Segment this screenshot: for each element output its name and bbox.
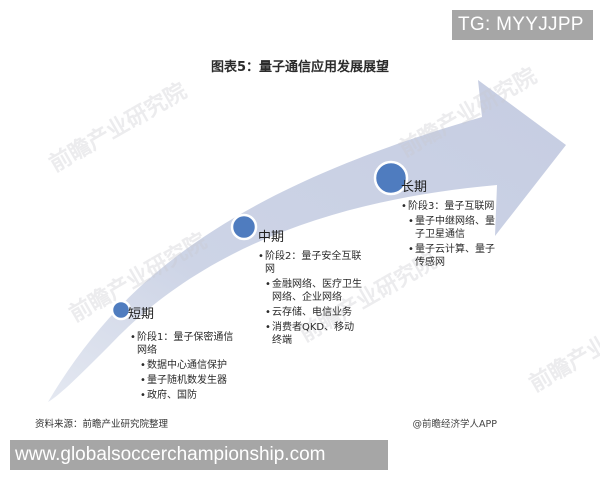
stage-label-short: 短期 bbox=[128, 307, 155, 322]
stage-label-long: 长期 bbox=[401, 180, 428, 195]
source-note: 资料来源：前瞻产业研究院整理 bbox=[35, 419, 169, 430]
list-item: •政府、国防 bbox=[140, 390, 197, 401]
url-badge: www.globalsoccerchampionship.com bbox=[10, 440, 388, 470]
arrow-body bbox=[48, 80, 566, 402]
stage-dot-mid bbox=[230, 213, 258, 241]
list-item: •数据中心通信保护 bbox=[140, 360, 227, 371]
stage-dot-long bbox=[373, 160, 409, 196]
list-item: •量子中继网络、量子卫星通信 bbox=[408, 216, 495, 240]
credit-note: @前瞻经济学人APP bbox=[412, 419, 497, 430]
stage-details-mid: •阶段2：量子安全互联网 •金融网络、医疗卫生网络、企业网络 •云存储、电信业务… bbox=[258, 250, 364, 347]
phase-line: •阶段1：量子保密通信网络 bbox=[130, 332, 234, 356]
phase-line: •阶段2：量子安全互联网 bbox=[258, 251, 362, 275]
stage-details-long: •阶段3：量子互联网 •量子中继网络、量子卫星通信 •量子云计算、量子传感网 bbox=[401, 200, 503, 269]
list-item: •消费者QKD、移动终端 bbox=[265, 322, 355, 346]
stage-details-short: •阶段1：量子保密通信网络 •数据中心通信保护 •量子随机数发生器 •政府、国防 bbox=[130, 331, 240, 402]
list-item: •量子随机数发生器 bbox=[140, 375, 227, 386]
stage-dot-short bbox=[110, 299, 132, 321]
phase-line: •阶段3：量子互联网 bbox=[401, 201, 495, 212]
list-item: •云存储、电信业务 bbox=[265, 307, 352, 318]
chart-title: 图表5：量子通信应用发展展望 bbox=[210, 60, 390, 75]
tg-badge: TG: MYYJJPP bbox=[452, 10, 593, 40]
list-item: •金融网络、医疗卫生网络、企业网络 bbox=[265, 279, 362, 303]
stage-label-mid: 中期 bbox=[258, 230, 285, 245]
list-item: •量子云计算、量子传感网 bbox=[408, 244, 495, 268]
